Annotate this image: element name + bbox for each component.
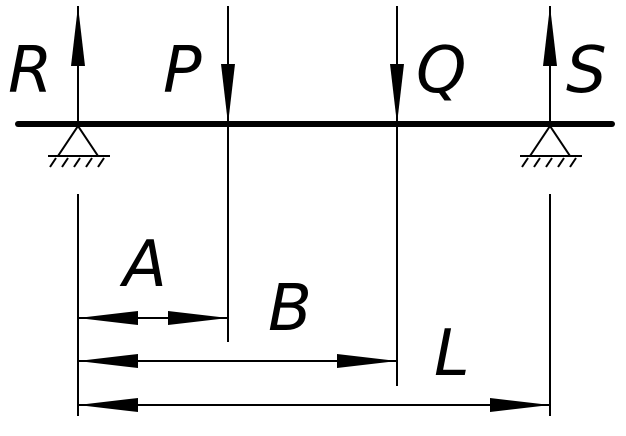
- force-p-arrow: [221, 6, 235, 124]
- label-a: A: [119, 228, 167, 302]
- force-r-arrow: [71, 6, 85, 124]
- label-b: B: [268, 272, 312, 346]
- dimension-a: [78, 311, 228, 325]
- label-l: L: [434, 317, 470, 391]
- dimension-b: [78, 354, 397, 368]
- force-s-arrow: [543, 6, 557, 124]
- label-s: S: [566, 34, 607, 108]
- dimension-l: [78, 398, 550, 412]
- label-r: R: [8, 34, 52, 108]
- left-support: [48, 124, 110, 168]
- right-support: [520, 124, 582, 168]
- label-p: P: [163, 34, 202, 108]
- label-q: Q: [416, 34, 466, 108]
- force-q-arrow: [390, 6, 404, 124]
